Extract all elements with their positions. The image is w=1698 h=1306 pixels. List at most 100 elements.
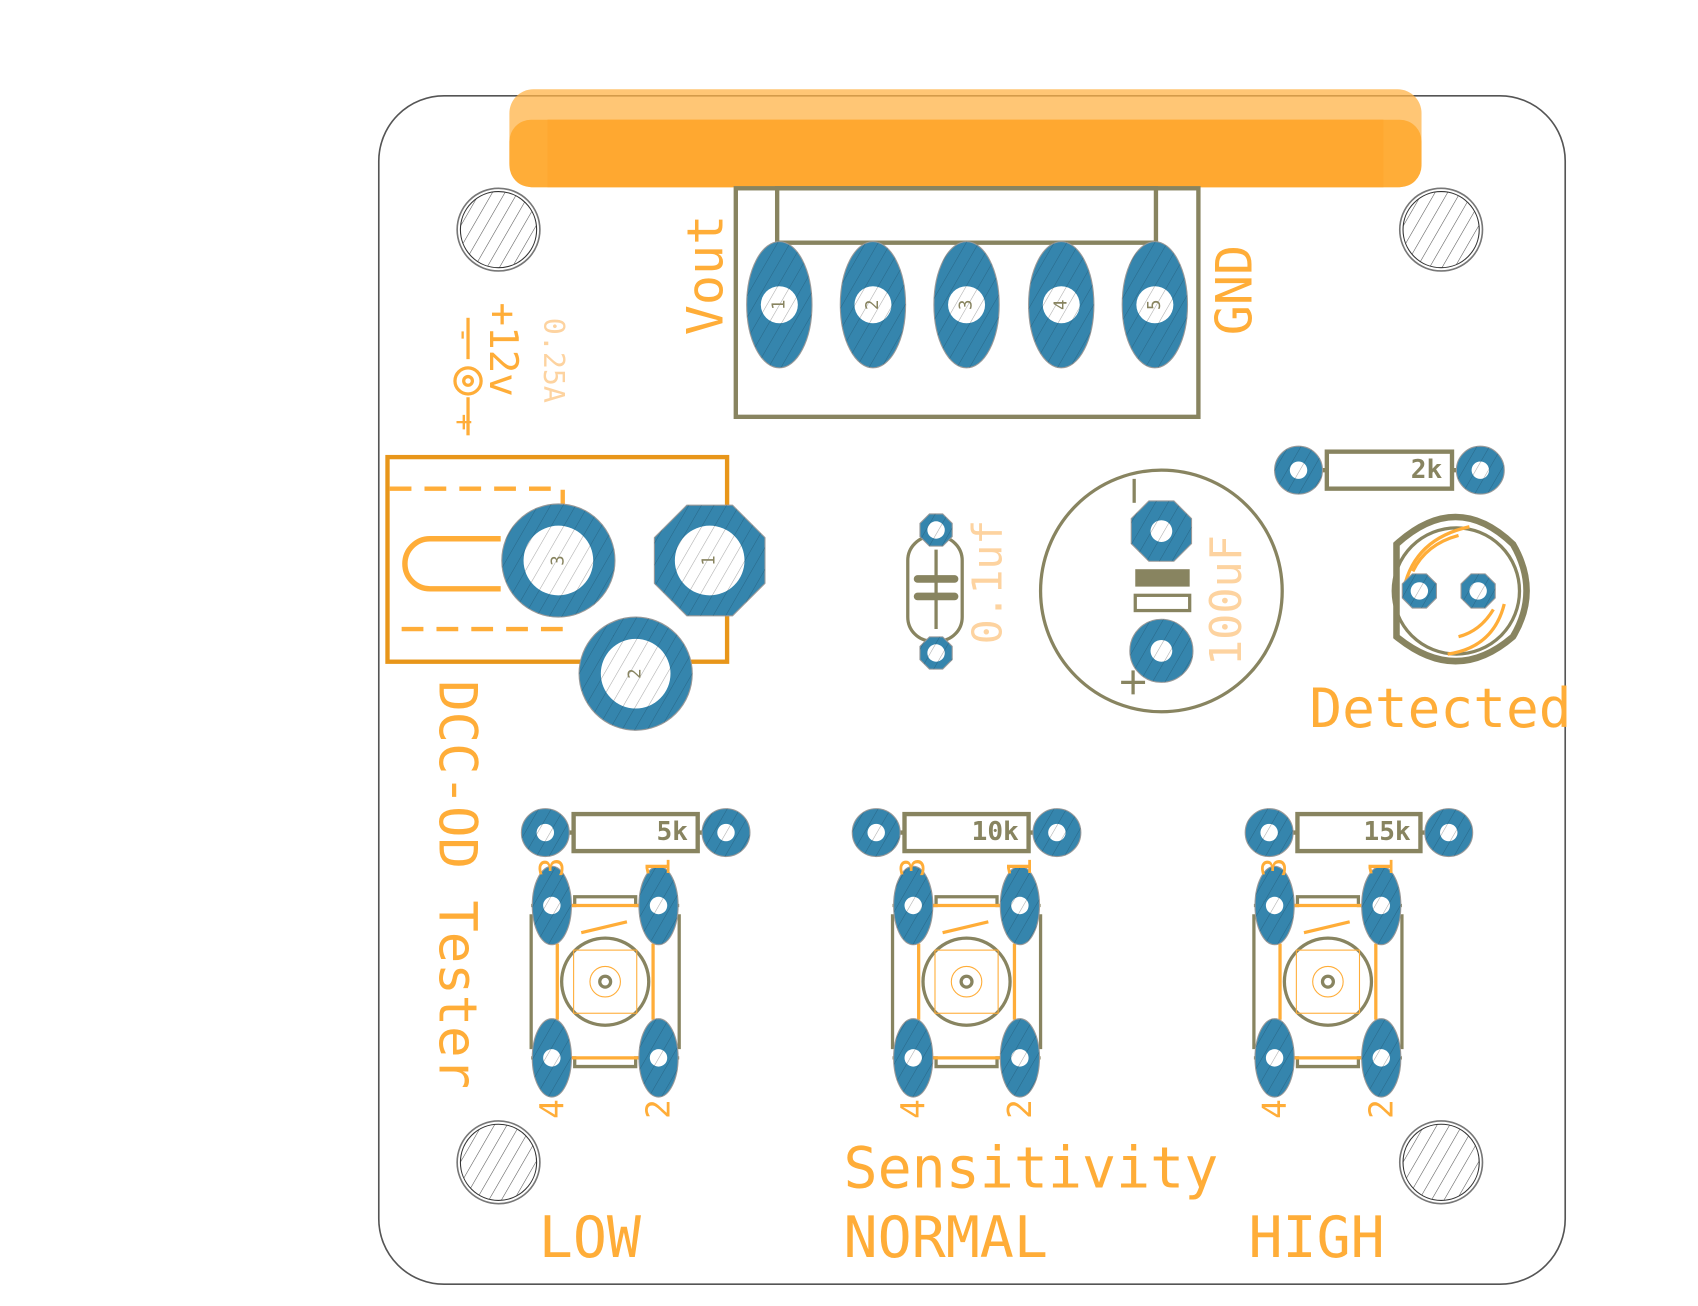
button-switch-symbol xyxy=(551,903,659,1060)
pad-number: 1 xyxy=(769,299,789,309)
jack-pad-3: 3 xyxy=(501,503,616,618)
resistor-value: 5k xyxy=(656,817,688,847)
connector-pad-1: 1 xyxy=(746,241,813,369)
mounting-holes xyxy=(456,187,1484,1205)
drill-hole-hatch xyxy=(760,286,798,324)
hole-fill xyxy=(459,1123,538,1201)
resistor-value: 2k xyxy=(1411,455,1443,485)
drill-hole-hatch xyxy=(1469,582,1487,600)
cap-large-label: 100uF xyxy=(1202,535,1252,666)
mounting-hole-icon xyxy=(456,1120,541,1205)
drill-hole-hatch xyxy=(867,823,885,842)
drill-hole-hatch xyxy=(854,286,892,324)
normal-label: NORMAL xyxy=(844,1205,1048,1271)
resistor-body xyxy=(1295,811,1423,854)
button-pin-label: 4 xyxy=(1256,1099,1294,1119)
cap-small-label: 0.1uf xyxy=(963,520,1011,644)
button-pad-2 xyxy=(1361,1018,1402,1098)
gnd-label: GND xyxy=(1206,245,1264,335)
voltage-label: +12v xyxy=(480,303,525,397)
resistor-15k: 15k xyxy=(1244,808,1474,858)
drill-hole-hatch xyxy=(600,638,671,709)
drill-hole-hatch xyxy=(927,644,945,662)
drill-hole-hatch xyxy=(1372,1049,1390,1067)
pad-number: 2 xyxy=(863,299,883,309)
button-cap xyxy=(1282,936,1374,1027)
drill-hole-hatch xyxy=(1265,1049,1284,1067)
led-detected xyxy=(1391,513,1530,665)
polarity-plus: + xyxy=(448,414,481,431)
button-pad-3 xyxy=(531,865,572,946)
button-center-ring xyxy=(1312,965,1344,998)
drill-hole-hatch xyxy=(1410,582,1429,600)
button-cap xyxy=(560,936,651,1027)
mounting-hole-icon xyxy=(1398,1120,1484,1205)
pad-number: 3 xyxy=(548,555,568,565)
connector-pad-2: 2 xyxy=(839,241,907,369)
pad-number: 1 xyxy=(700,555,720,565)
pad-number: 4 xyxy=(1051,299,1071,309)
sensitivity-label: Sensitivity xyxy=(844,1135,1219,1201)
connector-pad-5: 5 xyxy=(1121,241,1189,369)
drill-hole-hatch xyxy=(536,823,555,842)
drill-hole-hatch xyxy=(904,896,922,915)
current-label: 0.25A xyxy=(537,318,570,403)
mounting-hole-icon xyxy=(1398,187,1484,272)
drill-hole-hatch xyxy=(543,896,561,915)
button-outline xyxy=(1252,895,1404,1069)
button-switch-symbol xyxy=(1274,903,1382,1060)
button-pad-1 xyxy=(1361,865,1402,946)
hole-fill xyxy=(1402,191,1480,269)
button-pin-label: 4 xyxy=(533,1099,571,1119)
button-pin-label: 1 xyxy=(1001,858,1039,878)
ecap-pad-plus xyxy=(1129,618,1194,683)
drill-hole-hatch xyxy=(904,1049,922,1067)
drill-hole-hatch xyxy=(1150,520,1173,542)
resistor-pad xyxy=(1424,808,1474,858)
ecap-pad-minus xyxy=(1130,500,1193,562)
vout-label: Vout xyxy=(677,215,735,336)
button-pin-label: 1 xyxy=(640,858,678,878)
resistor-value: 10k xyxy=(972,817,1019,847)
button-pad-4 xyxy=(1254,1018,1295,1098)
cap-pad xyxy=(919,513,953,547)
drill-hole-hatch xyxy=(1048,823,1066,842)
drill-hole-hatch xyxy=(1265,896,1284,915)
drill-hole-hatch xyxy=(927,521,945,539)
low-label: LOW xyxy=(539,1205,642,1271)
drill-hole-hatch xyxy=(717,823,735,842)
pad-number: 2 xyxy=(626,668,646,678)
resistor-body xyxy=(902,811,1031,854)
button-pin-label: 3 xyxy=(1256,858,1294,878)
button-pad-4 xyxy=(893,1018,934,1098)
drill-hole-hatch xyxy=(948,286,986,324)
button-pin-label: 2 xyxy=(1001,1099,1039,1119)
button-pad-1 xyxy=(638,865,679,946)
drill-hole-hatch xyxy=(1471,461,1490,479)
button-pad-3 xyxy=(893,865,934,946)
drill-hole-hatch xyxy=(1011,896,1029,915)
button-center xyxy=(598,974,613,989)
button-center xyxy=(959,974,974,989)
board-name-label: DCC-OD Tester xyxy=(427,680,487,1089)
button-cap xyxy=(921,936,1012,1027)
mounting-hole-icon xyxy=(456,187,541,272)
button-outline xyxy=(890,895,1043,1069)
dc-polarity-icon xyxy=(453,317,483,436)
drill-hole-hatch xyxy=(674,525,745,596)
drill-hole-hatch xyxy=(523,525,594,596)
resistor-body xyxy=(571,811,700,854)
resistor-10k: 10k xyxy=(851,808,1082,858)
drill-hole-hatch xyxy=(543,1049,561,1067)
resistor-pad xyxy=(1274,445,1324,495)
resistor-pad xyxy=(701,808,751,858)
hole-fill xyxy=(459,191,538,269)
button-pad-2 xyxy=(999,1018,1041,1098)
resistor-pad xyxy=(851,808,901,858)
dc-jack: 1 2 3 xyxy=(385,454,766,731)
